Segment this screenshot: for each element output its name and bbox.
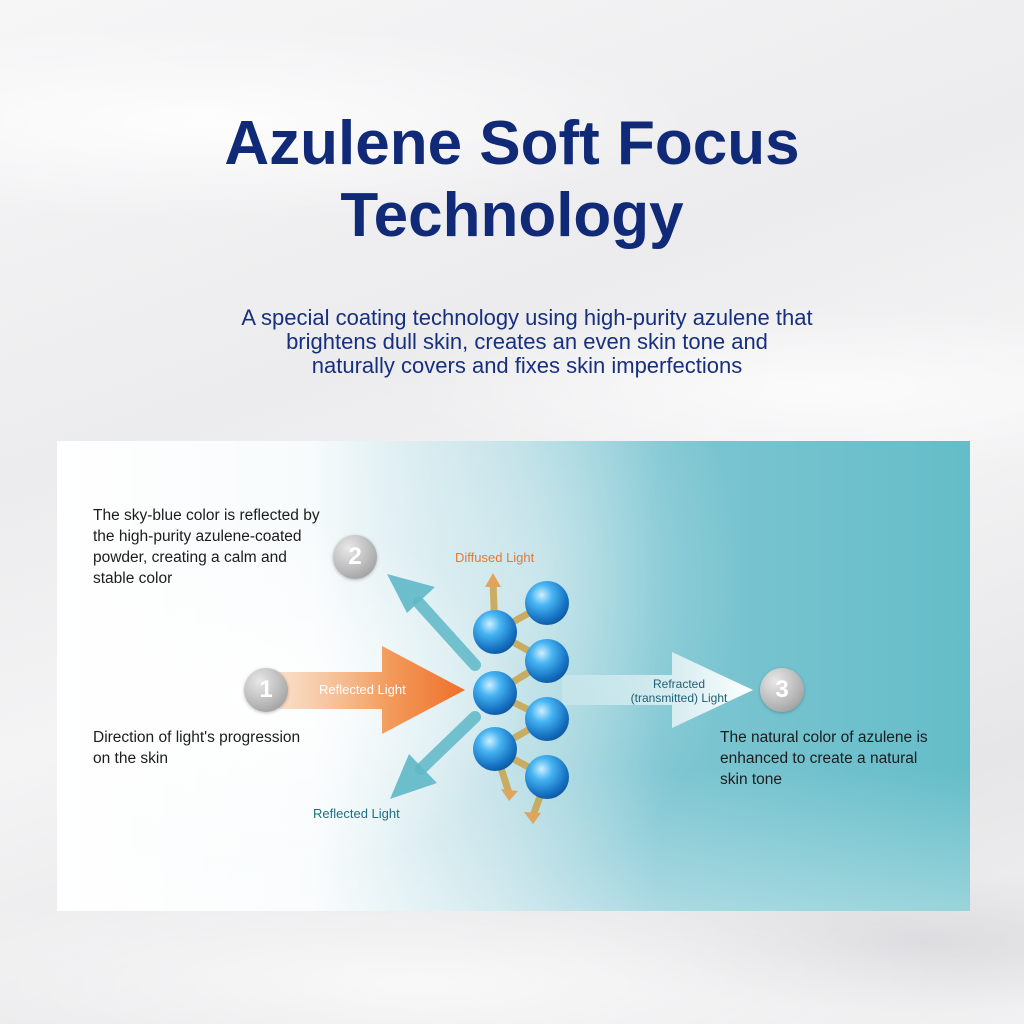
reflected-arrow-down: [390, 711, 481, 799]
step3-line: skin tone: [720, 771, 783, 788]
diffused-light-arrows: [485, 573, 541, 824]
step2-description: The sky-blue color is reflected by the h…: [93, 505, 373, 589]
incoming-light-arrow: [279, 646, 465, 734]
particle: [525, 755, 569, 799]
particle: [525, 697, 569, 741]
refracted-line-2: (transmitted) Light: [630, 691, 728, 705]
subtitle-line-2: brightens dull skin, creates an even ski…: [286, 329, 768, 354]
particle: [473, 671, 517, 715]
diagram-panel: The sky-blue color is reflected by the h…: [57, 441, 970, 911]
refracted-light-arrow: [562, 652, 753, 728]
diffused-light-label: Diffused Light: [455, 550, 535, 565]
subtitle-line-3: naturally covers and fixes skin imperfec…: [311, 353, 743, 378]
title-line-1: Azulene Soft Focus: [224, 109, 800, 178]
subtitle-line-1: A special coating technology using high-…: [241, 305, 813, 330]
step1-line: Direction of light's progression: [93, 729, 301, 746]
particle: [473, 610, 517, 654]
step2-badge: 2: [333, 535, 377, 579]
page-title: Azulene Soft Focus Technology: [0, 108, 1024, 252]
step2-line: powder, creating a calm and: [93, 549, 287, 566]
step3-badge: 3: [760, 668, 804, 712]
page-subtitle: A special coating technology using high-…: [172, 306, 882, 378]
step3-line: enhanced to create a natural: [720, 750, 918, 767]
diagram-graphic: [279, 573, 753, 824]
step2-line: stable color: [93, 570, 173, 587]
refracted-line-1: Refracted: [652, 677, 706, 691]
azulene-particles: [473, 581, 569, 799]
particle: [525, 639, 569, 683]
step1-line: on the skin: [93, 750, 168, 767]
title-line-2: Technology: [340, 181, 684, 250]
reflected-arrow-up: [387, 574, 481, 671]
step2-line: the high-purity azulene-coated: [93, 528, 302, 545]
particle: [525, 581, 569, 625]
reflected-light-label: Reflected Light: [313, 806, 400, 821]
refracted-light-label: Refracted (transmitted) Light: [609, 677, 749, 705]
particle: [473, 727, 517, 771]
panel-glow: [57, 441, 970, 911]
step3-line: The natural color of azulene is: [720, 729, 928, 746]
step3-description: The natural color of azulene is enhanced…: [720, 727, 960, 790]
incoming-light-label: Reflected Light: [319, 682, 406, 697]
step2-line: The sky-blue color is reflected by: [93, 507, 320, 524]
step1-description: Direction of light's progression on the …: [93, 727, 373, 769]
step1-badge: 1: [244, 668, 288, 712]
